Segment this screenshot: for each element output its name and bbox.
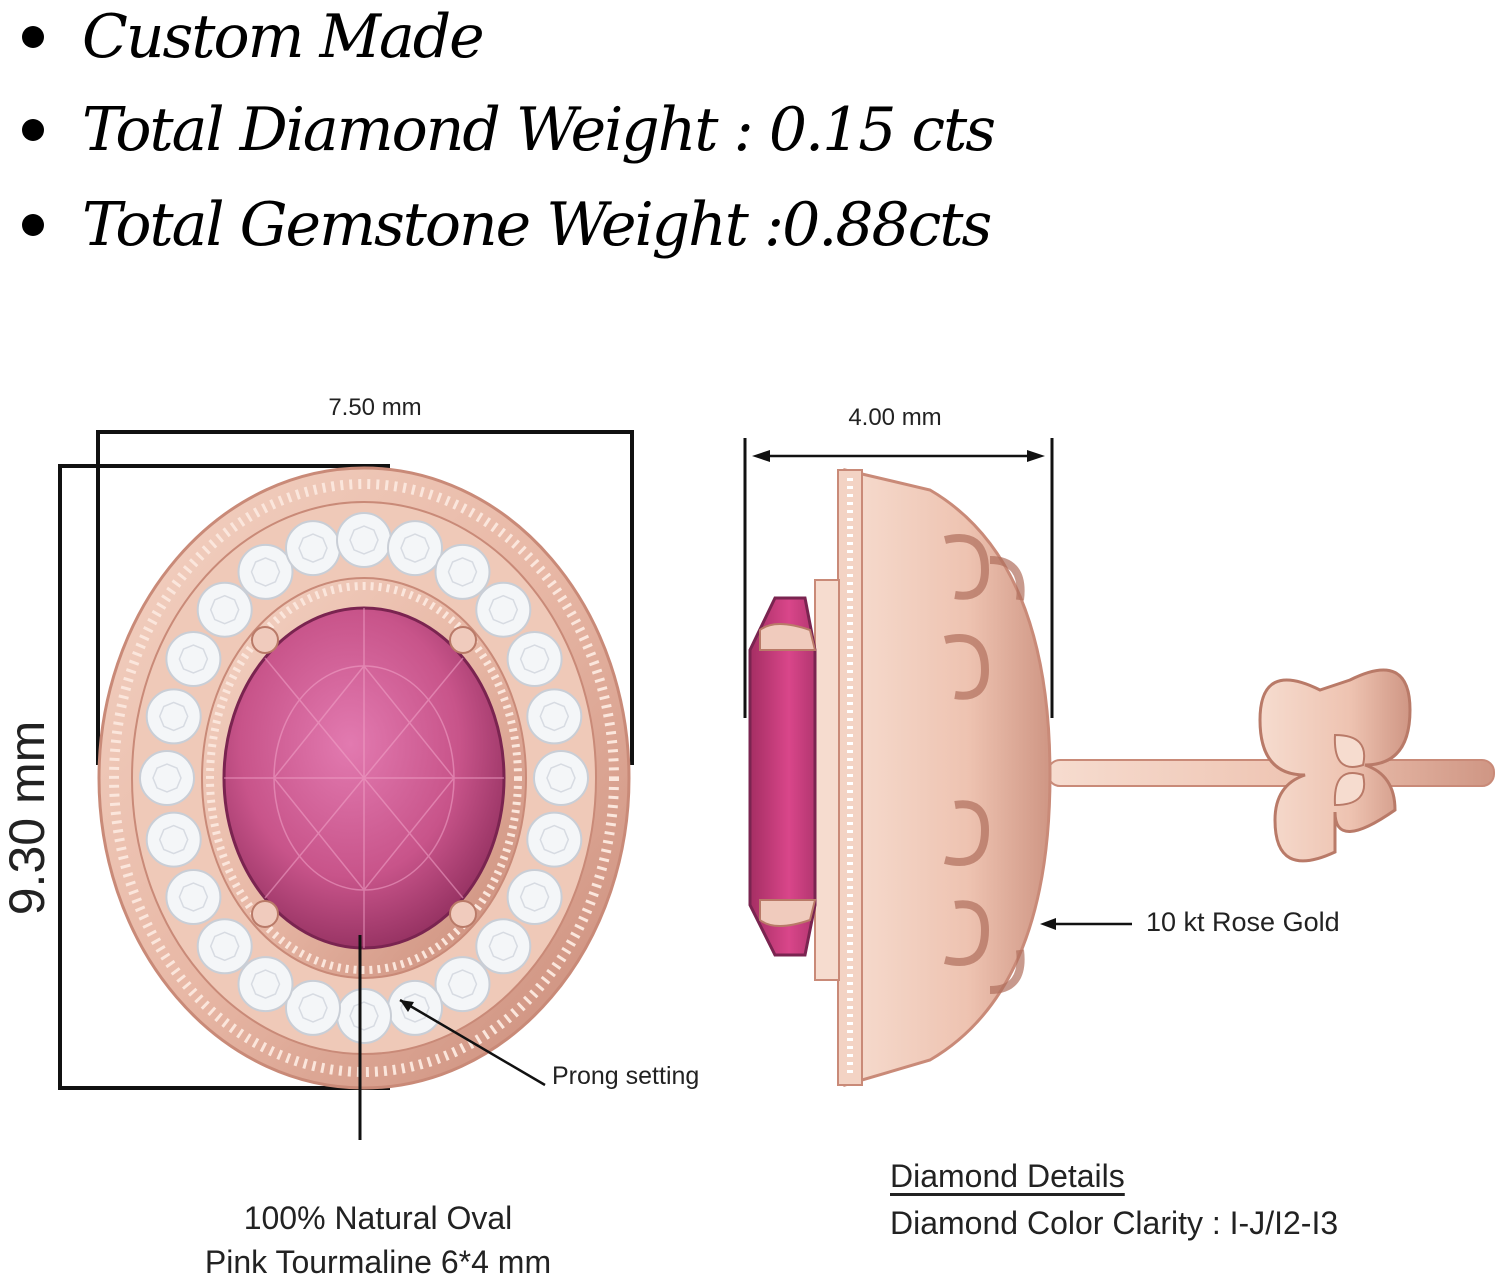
stone-description-line2: Pink Tourmaline 6*4 mm <box>204 1244 552 1280</box>
halo-diamond <box>145 688 202 745</box>
bullet-dot-icon <box>22 214 44 236</box>
depth-arrow-left-icon <box>752 450 770 462</box>
side-view <box>743 438 1495 1088</box>
diamond-halo <box>139 512 589 1044</box>
height-dimension-line <box>58 464 390 1090</box>
feature-text: Total Diamond Weight : 0.15 cts <box>82 95 996 165</box>
halo-diamond <box>336 512 392 568</box>
depth-label: 4.00 mm <box>848 404 942 431</box>
stone-description-line1: 100% Natural Oval <box>243 1200 513 1236</box>
earring-post <box>1047 759 1495 787</box>
halo-diamond <box>434 543 491 600</box>
halo-diamond-facet <box>400 533 430 563</box>
halo-diamond <box>387 520 443 577</box>
diamond-details-heading: Diamond Details <box>890 1158 1125 1194</box>
halo-diamond <box>526 811 583 868</box>
halo-diamond <box>165 869 222 925</box>
halo-diamond <box>285 979 341 1036</box>
halo-diamond <box>237 956 294 1013</box>
halo-diamond-facet <box>178 882 209 912</box>
halo-diamond <box>237 543 294 600</box>
halo-diamond-facet <box>539 824 570 855</box>
halo-diamond-facet <box>447 969 478 999</box>
halo-diamond <box>434 956 491 1013</box>
halo-diamond-facet <box>519 644 550 674</box>
halo-diamond-facet <box>349 525 379 555</box>
bullet-dot-icon <box>22 26 44 48</box>
height-label: 9.30 mm <box>0 721 55 916</box>
halo-diamond-facet <box>488 931 519 962</box>
bullet-dot-icon <box>22 119 44 141</box>
halo-diamond <box>533 750 589 806</box>
halo-diamond-facet <box>539 701 570 732</box>
side-prong-bottom <box>759 899 817 927</box>
halo-diamond-facet <box>250 969 281 999</box>
halo-diamond-facet <box>152 763 182 793</box>
feature-text: Custom Made <box>82 2 485 72</box>
halo-diamond <box>475 918 532 975</box>
gallery-basket <box>843 468 1052 1088</box>
inner-halo-side <box>814 579 840 981</box>
front-view <box>58 430 634 1140</box>
halo-diamond <box>475 581 532 638</box>
width-dimension-line <box>96 430 634 765</box>
earring-back-scroll <box>1333 733 1366 807</box>
gem-facets <box>224 608 504 948</box>
prong-arrowhead-icon <box>400 1000 414 1012</box>
halo-diamond <box>145 811 202 868</box>
halo-diamond <box>336 988 392 1044</box>
halo-diamond <box>506 869 563 925</box>
feature-item: Custom Made <box>22 2 485 72</box>
halo-diamond <box>139 750 195 806</box>
halo-diamond <box>526 688 583 745</box>
halo-diamond-facet <box>400 993 430 1023</box>
prong-label: Prong setting <box>552 1062 700 1090</box>
side-prong-top <box>759 623 817 651</box>
metal-arrowhead-icon <box>1040 918 1056 930</box>
halo-diamond <box>165 631 222 687</box>
width-label: 7.50 mm <box>328 394 422 421</box>
halo-diamond-facet <box>298 993 328 1023</box>
depth-arrow-right-icon <box>1027 450 1045 462</box>
halo-diamond <box>285 520 341 577</box>
feature-item: Total Diamond Weight : 0.15 cts <box>22 95 996 165</box>
metal-label: 10 kt Rose Gold <box>1146 907 1340 937</box>
halo-diamond-facet <box>447 557 478 587</box>
halo-diamond-facet <box>178 644 209 674</box>
halo-diamond-facet <box>209 594 240 625</box>
prongs <box>251 626 477 928</box>
feature-item: Total Gemstone Weight :0.88cts <box>22 190 992 260</box>
inner-milgrain <box>206 582 522 974</box>
halo-diamond-facet <box>349 1001 379 1031</box>
halo-diamond <box>506 631 563 687</box>
halo-diamond-facet <box>519 882 550 912</box>
halo-diamond-facet <box>158 824 189 855</box>
diamond-clarity: Diamond Color Clarity : I-J/I2-I3 <box>890 1205 1339 1241</box>
halo-diamond-facet <box>546 763 576 793</box>
gem-side-profile <box>748 596 817 957</box>
halo-diamond-facet <box>158 701 189 732</box>
halo-diamond-facet <box>250 557 281 587</box>
halo-diamond-facet <box>298 533 328 563</box>
halo-diamond-facet <box>209 931 240 962</box>
prong-pointer-line <box>399 998 546 1087</box>
halo-diamond-facet <box>488 594 519 625</box>
halo-diamond <box>196 918 253 975</box>
halo-diamond <box>196 581 253 638</box>
filigree-scrolls <box>944 534 1025 994</box>
earring-back <box>1258 668 1412 863</box>
feature-text: Total Gemstone Weight :0.88cts <box>82 190 992 260</box>
outer-milgrain <box>109 479 619 1077</box>
